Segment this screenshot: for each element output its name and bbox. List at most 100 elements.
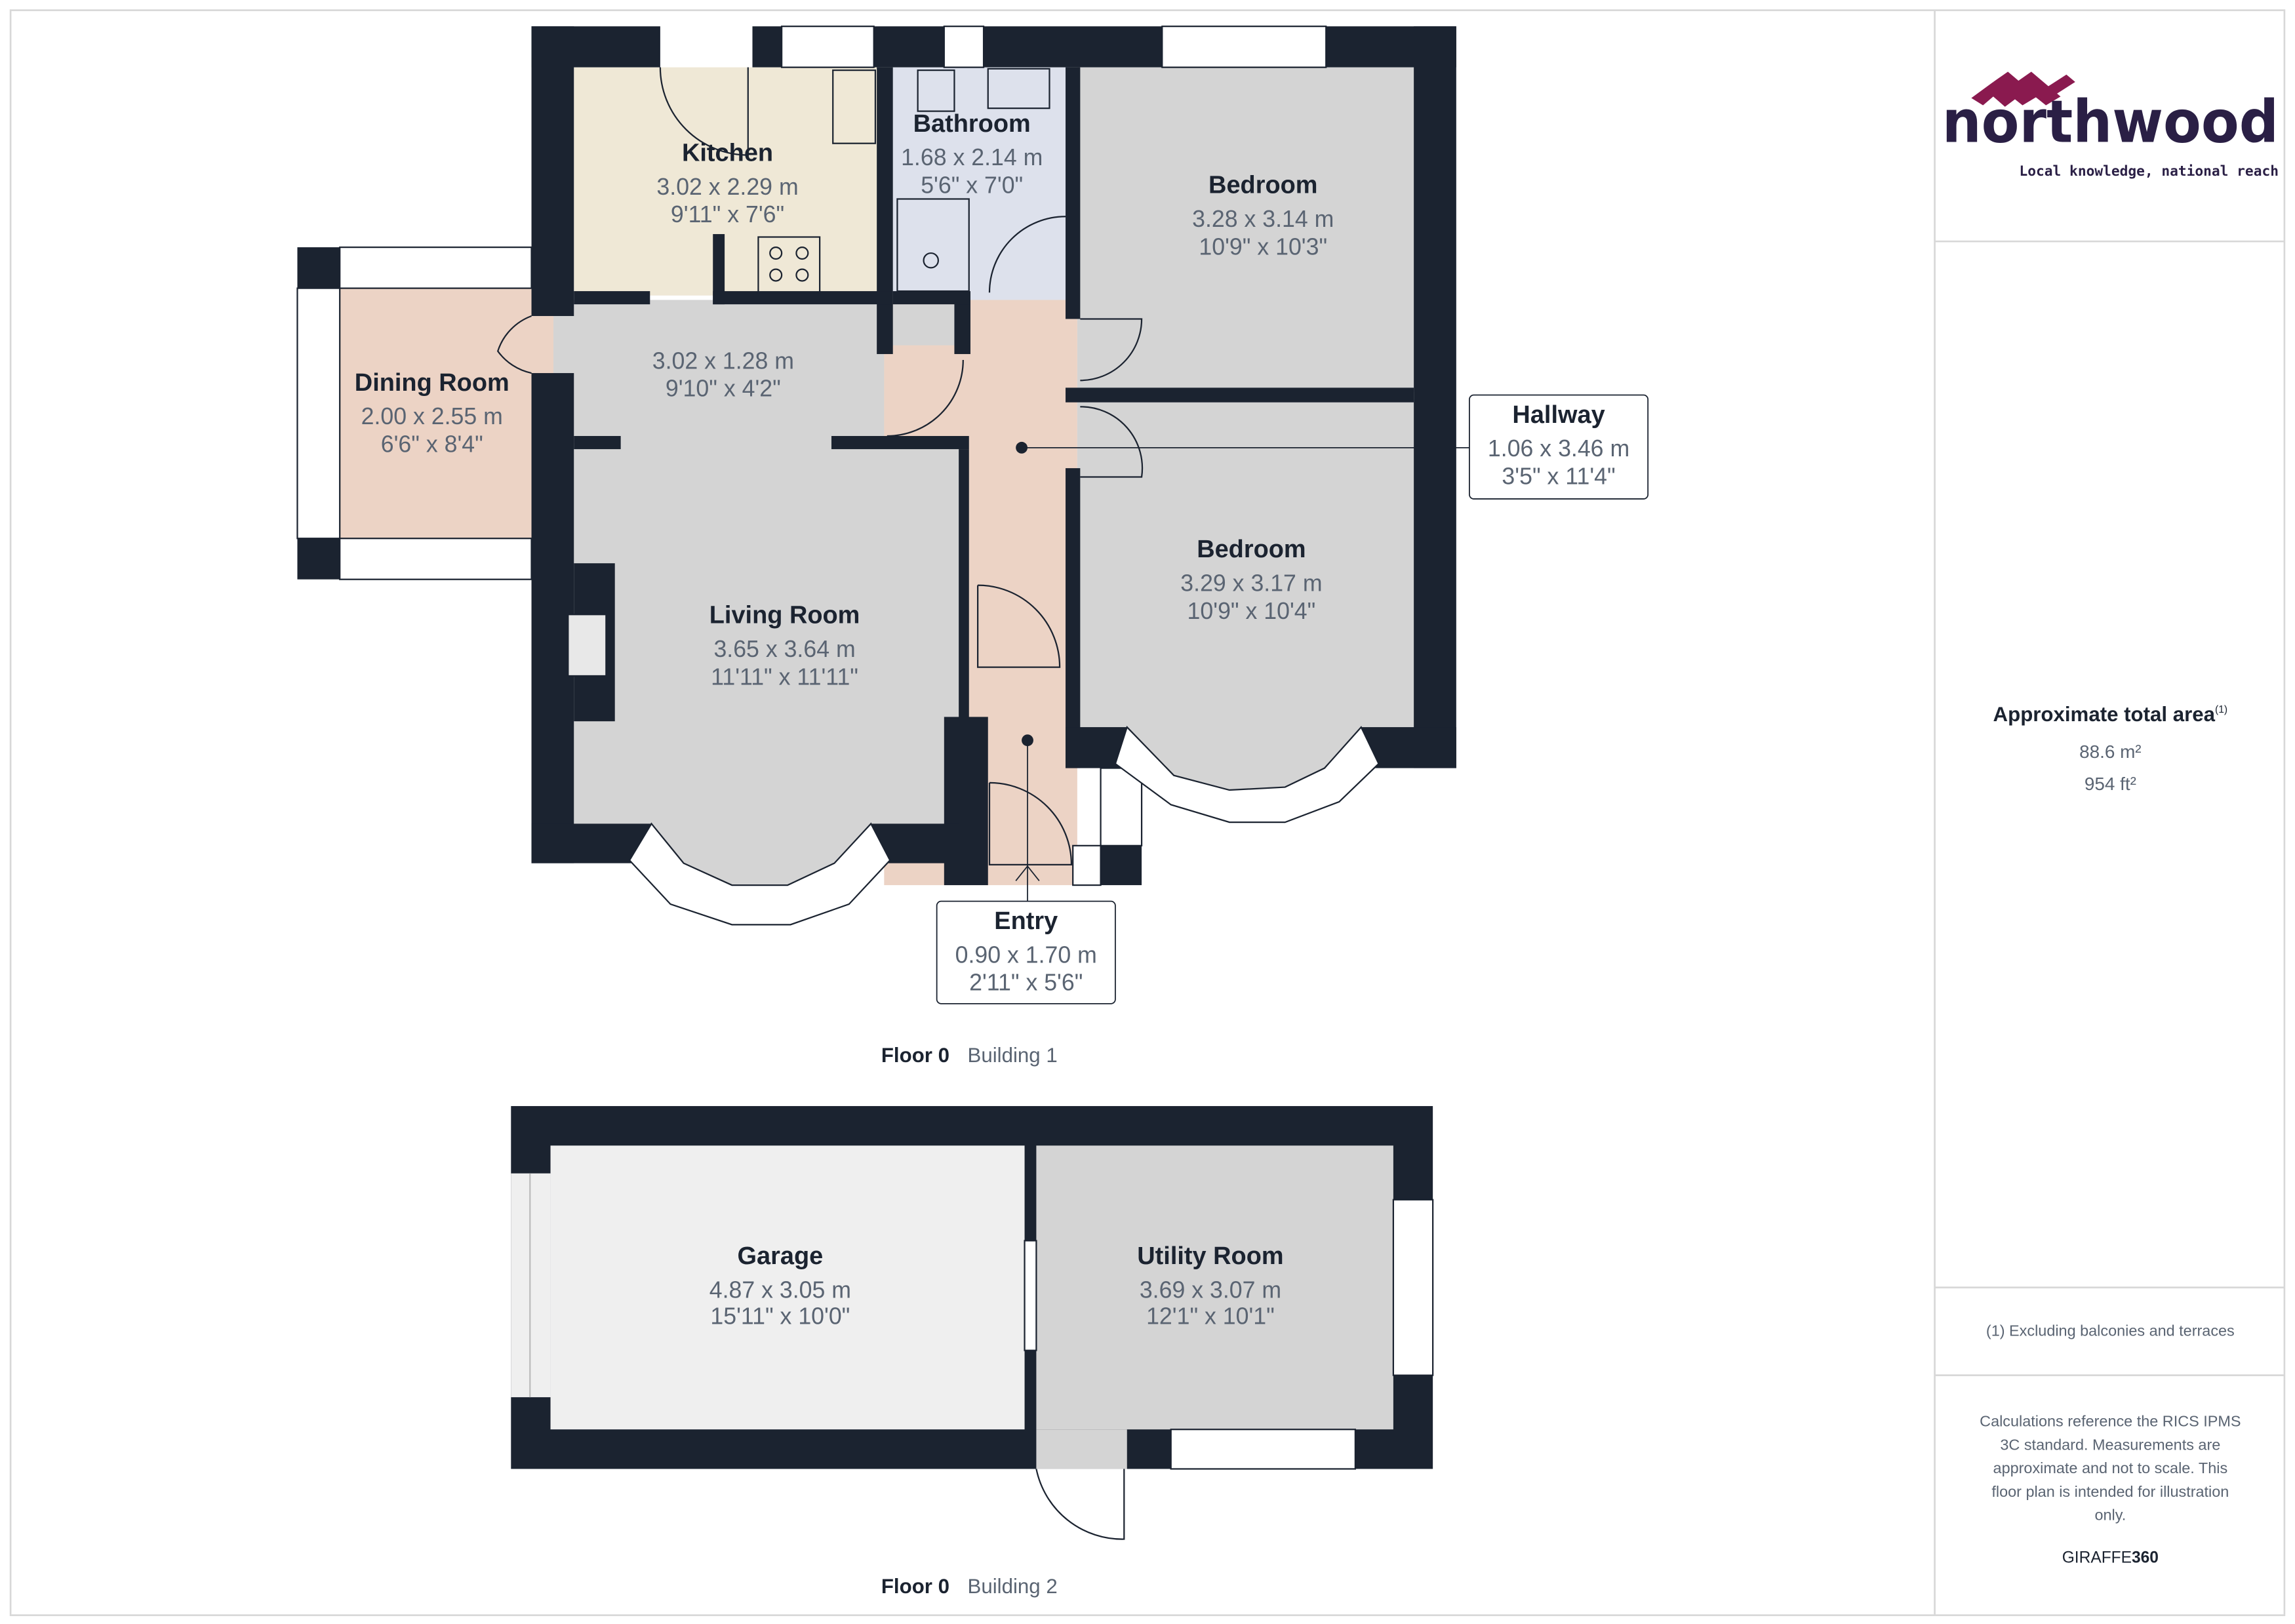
door-swing bbox=[887, 359, 964, 437]
wall bbox=[531, 373, 574, 863]
entry-name: Entry bbox=[994, 907, 1058, 935]
window bbox=[943, 26, 985, 68]
door-swing bbox=[988, 782, 1073, 865]
wall bbox=[752, 26, 782, 68]
utility-window-bottom bbox=[1170, 1429, 1356, 1470]
dining-name: Dining Room bbox=[355, 369, 509, 397]
utility-metric: 3.69 x 3.07 m bbox=[1140, 1277, 1281, 1303]
entry-metric: 0.90 x 1.70 m bbox=[955, 941, 1097, 968]
logo-wordmark: northwood bbox=[1942, 88, 2279, 156]
wall bbox=[1414, 26, 1456, 768]
dining-window-top bbox=[339, 247, 532, 289]
door-swing bbox=[988, 216, 1066, 293]
wall bbox=[531, 26, 574, 317]
wall bbox=[984, 26, 1163, 68]
utility-imperial: 12'1" x 10'1" bbox=[1146, 1303, 1275, 1330]
bedroom1-floor bbox=[1077, 67, 1417, 393]
garage-imperial: 15'11" x 10'0" bbox=[710, 1303, 850, 1330]
dining-window-bottom bbox=[339, 538, 532, 580]
door-swing bbox=[977, 584, 1061, 668]
door-swing bbox=[659, 67, 749, 156]
area-ft2: 954 ft² bbox=[2085, 774, 2136, 794]
bedroom2-bay-window bbox=[1114, 725, 1380, 823]
entry-callout bbox=[936, 900, 1116, 1004]
building-1-plan: Kitchen 3.02 x 2.29 m 9'11" x 7'6" Bathr… bbox=[296, 26, 1649, 1540]
kitchen-floor bbox=[574, 67, 881, 296]
northwood-logo: northwood Local knowledge, national reac… bbox=[1942, 71, 2279, 179]
logo-mark bbox=[2016, 71, 2061, 106]
living-bay-window bbox=[628, 822, 891, 926]
logo-mark bbox=[1971, 81, 2017, 107]
dining-imperial: 6'6" x 8'4" bbox=[381, 431, 483, 458]
building-label-1: Building 1 bbox=[968, 1044, 1058, 1067]
window bbox=[1100, 767, 1143, 846]
door-swing bbox=[1080, 318, 1143, 382]
wall bbox=[877, 67, 893, 355]
wall bbox=[574, 291, 650, 305]
hob-icon bbox=[757, 236, 821, 294]
door-swing bbox=[496, 315, 532, 374]
kitchen-sink bbox=[832, 69, 877, 144]
living-ext-floor bbox=[553, 300, 887, 444]
toilet bbox=[917, 69, 955, 112]
wall bbox=[574, 435, 621, 450]
window bbox=[1072, 844, 1102, 886]
wall bbox=[297, 538, 340, 580]
disclaimer-line: 3C standard. Measurements are bbox=[2000, 1436, 2220, 1453]
wall bbox=[954, 300, 970, 355]
wall bbox=[1066, 468, 1081, 768]
building-label-2: Building 2 bbox=[968, 1575, 1058, 1598]
brand-prefix: GIRAFFE bbox=[2062, 1549, 2132, 1566]
bathroom-metric: 1.68 x 2.14 m bbox=[901, 144, 1043, 170]
bathroom-imperial: 5'6" x 7'0" bbox=[921, 172, 1023, 199]
living-floor bbox=[574, 439, 962, 827]
utility-name: Utility Room bbox=[1137, 1242, 1283, 1270]
shower-drain bbox=[923, 252, 940, 269]
store-floor bbox=[892, 304, 961, 346]
disclaimer-line: only. bbox=[2094, 1507, 2126, 1524]
bedroom2-metric: 3.29 x 3.17 m bbox=[1180, 570, 1322, 597]
info-panel: northwood Local knowledge, national reac… bbox=[1942, 71, 2279, 1566]
garage-metric: 4.87 x 3.05 m bbox=[709, 1277, 851, 1303]
kitchen-imperial: 9'11" x 7'6" bbox=[671, 201, 784, 228]
giraffe360-brand: GIRAFFE360 bbox=[2062, 1549, 2159, 1566]
living-name: Living Room bbox=[709, 602, 860, 629]
area-m2: 88.6 m² bbox=[2079, 742, 2142, 762]
living-metric: 3.65 x 3.64 m bbox=[713, 636, 855, 662]
bedroom2-name: Bedroom bbox=[1197, 536, 1306, 563]
disclaimer-line: Calculations reference the RICS IPMS bbox=[1980, 1413, 2241, 1430]
logo-mark bbox=[1993, 71, 2037, 106]
entry-imperial: 2'11" x 5'6" bbox=[969, 970, 1083, 996]
bathroom-floor bbox=[892, 67, 1069, 302]
wall bbox=[1066, 67, 1081, 319]
utility-floor bbox=[1036, 1145, 1393, 1430]
bathroom-name: Bathroom bbox=[913, 110, 1031, 138]
bedroom1-imperial: 10'9" x 10'3" bbox=[1199, 233, 1327, 260]
wall bbox=[1100, 845, 1142, 886]
living-ext-metric: 3.02 x 1.28 m bbox=[652, 347, 794, 374]
disclaimer-line: floor plan is intended for illustration bbox=[1991, 1483, 2229, 1500]
bedroom1-metric: 3.28 x 3.14 m bbox=[1192, 206, 1334, 232]
wall bbox=[713, 234, 725, 305]
dining-floor bbox=[340, 288, 553, 539]
bedroom2-imperial: 10'9" x 10'4" bbox=[1187, 598, 1316, 624]
wall bbox=[873, 26, 944, 68]
floor-label-2: Floor 0 bbox=[881, 1575, 949, 1598]
door-swing bbox=[1035, 1469, 1125, 1540]
living-ext-imperial: 9'10" x 4'2" bbox=[666, 376, 781, 402]
wall bbox=[892, 291, 970, 305]
wall bbox=[297, 247, 340, 288]
bedroom2-floor bbox=[1077, 399, 1417, 730]
building-2-plan: Garage 4.87 x 3.05 m 15'11" x 10'0" Util… bbox=[511, 1106, 1434, 1598]
partition-opening bbox=[1024, 1240, 1037, 1351]
door-swing bbox=[1080, 406, 1144, 478]
area-title-text: Approximate total area bbox=[1993, 703, 2216, 726]
floor-label-1: Floor 0 bbox=[881, 1044, 949, 1067]
area-footnote-mark: (1) bbox=[2215, 704, 2227, 715]
logo-tagline: Local knowledge, national reach bbox=[2020, 163, 2279, 179]
footnote: (1) Excluding balconies and terraces bbox=[1986, 1322, 2235, 1339]
area-title: Approximate total area(1) bbox=[1993, 703, 2228, 726]
entry-arrow-icon bbox=[1015, 865, 1040, 881]
wall bbox=[831, 435, 969, 450]
